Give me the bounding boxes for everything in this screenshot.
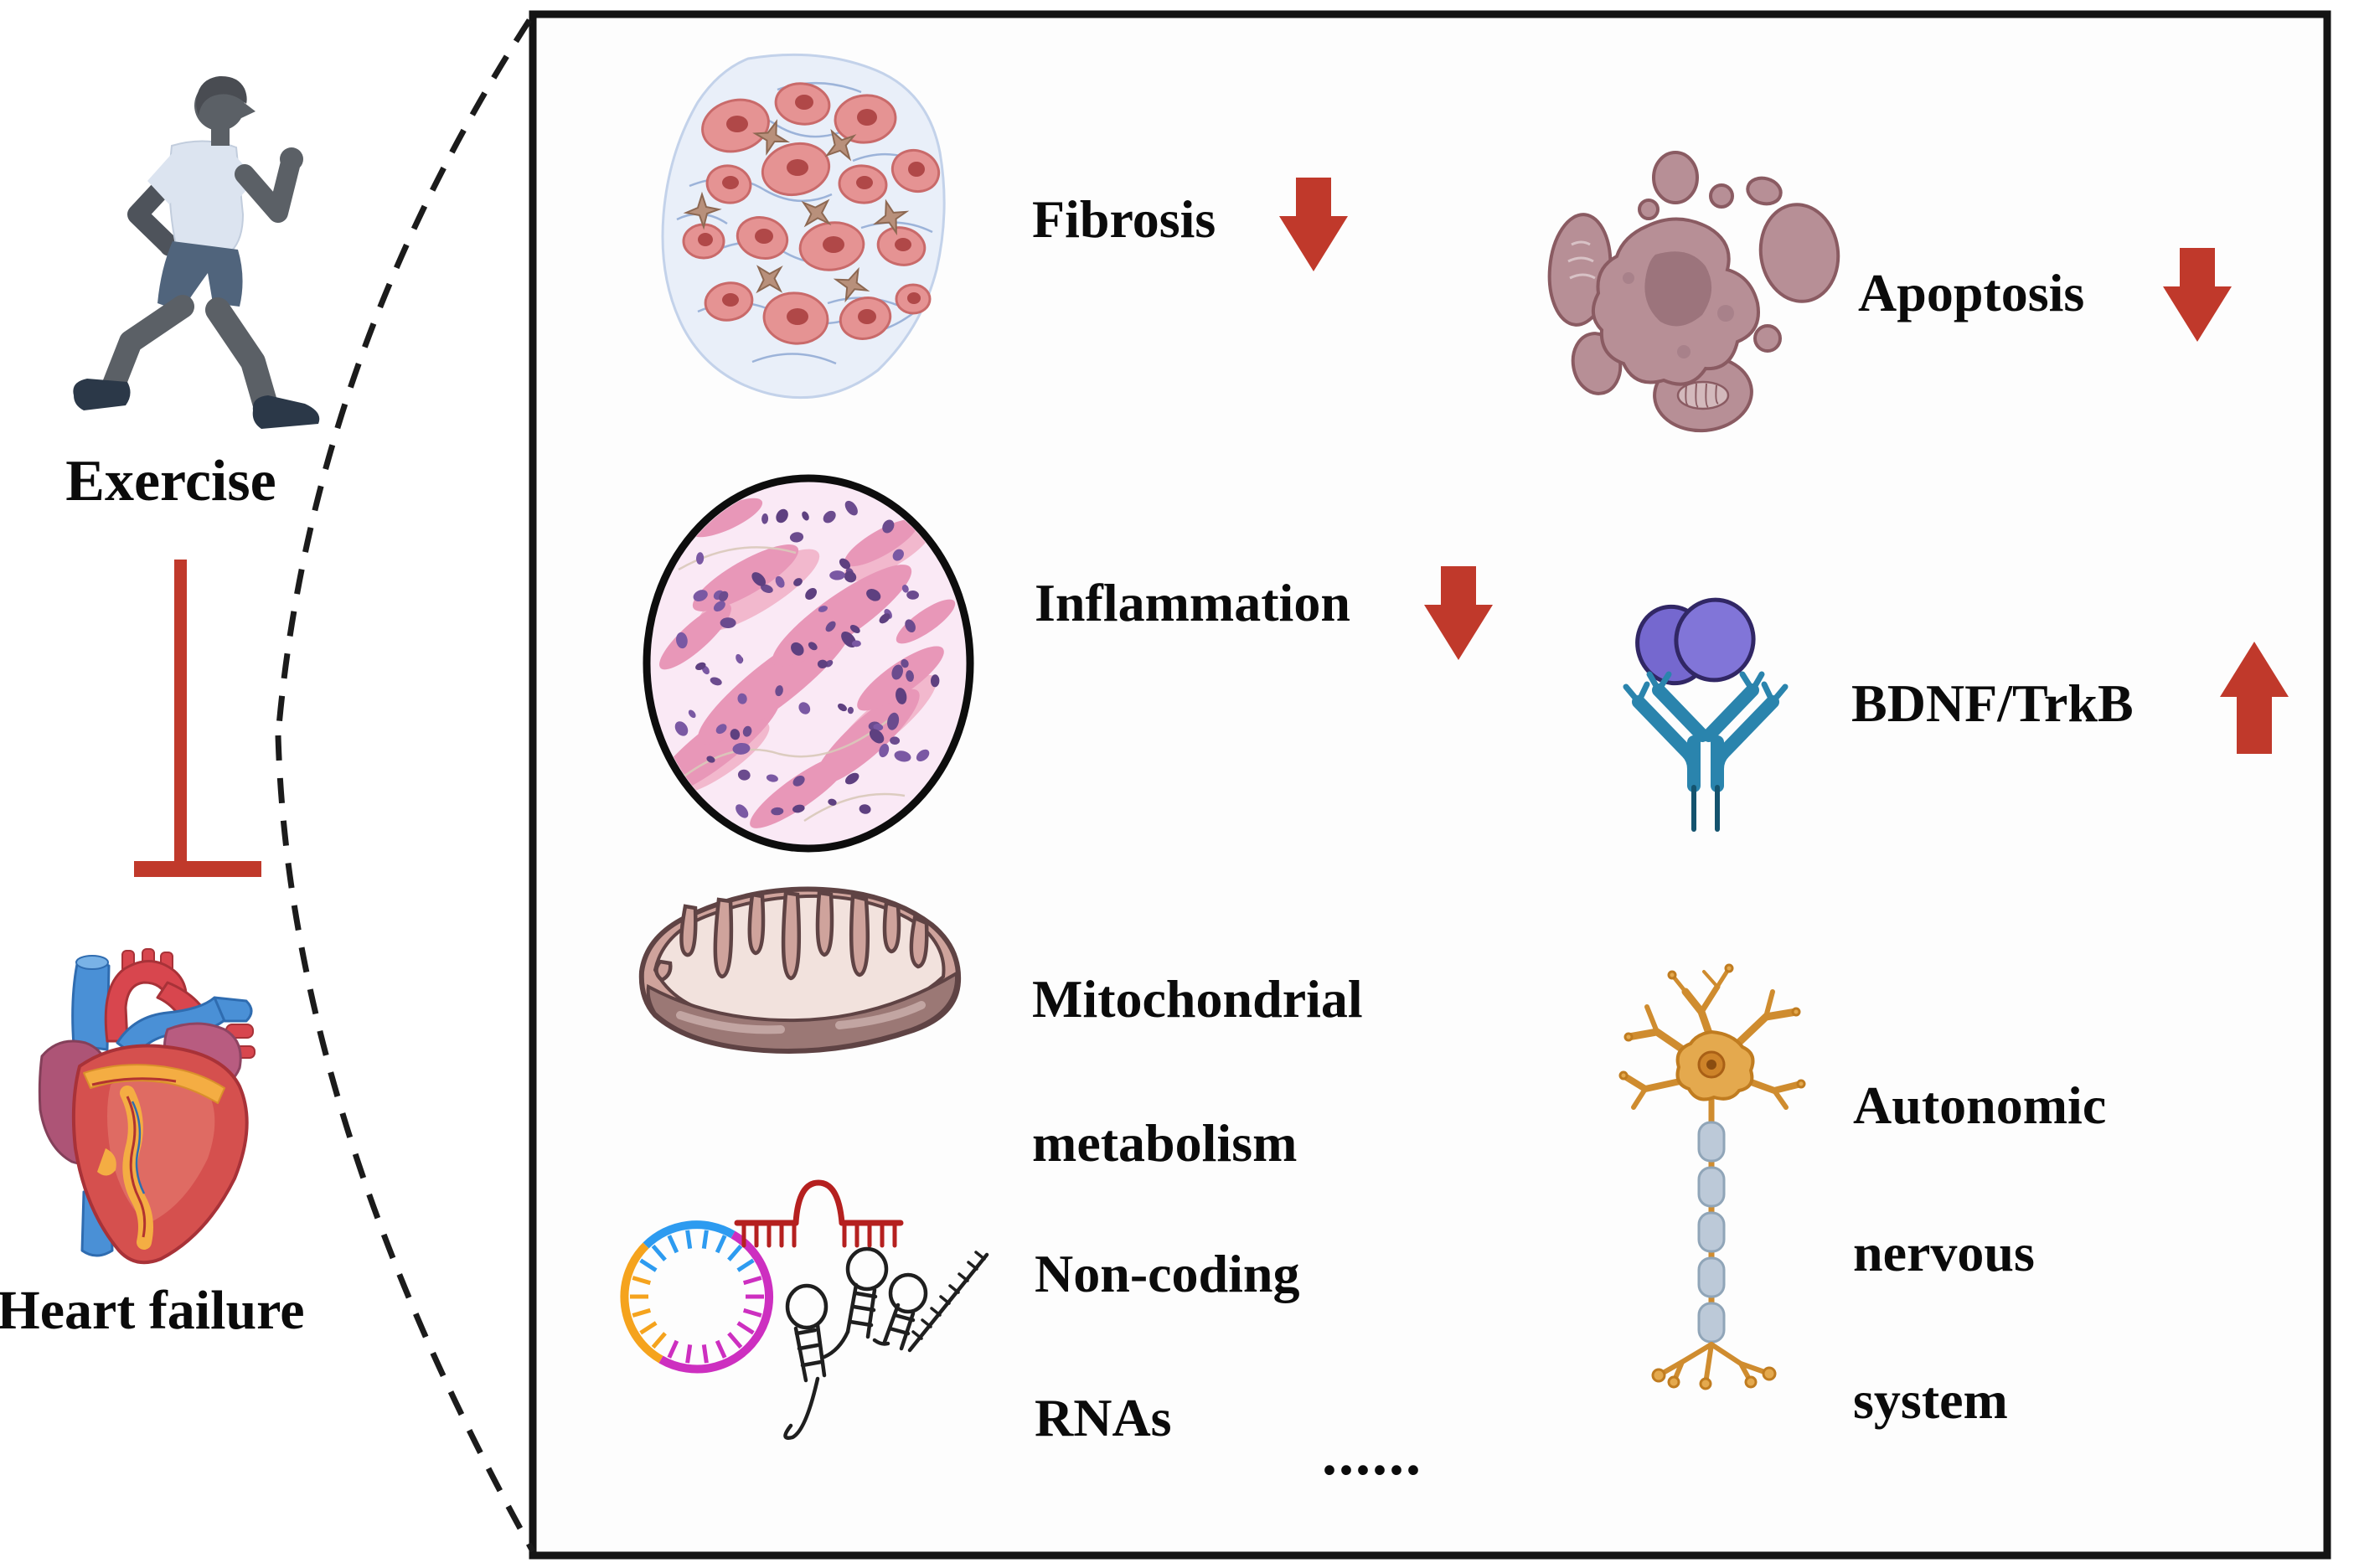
ans-label-line2: nervous: [1853, 1223, 2035, 1282]
cristae: [654, 890, 929, 983]
mitochondrial-metabolism-label: Mitochondrial metabolism: [1032, 963, 1363, 1179]
fibrosis-label: Fibrosis: [1032, 189, 1216, 249]
inhibition-t-bar: [134, 560, 261, 877]
fibrosis-down-arrow-icon: [1279, 178, 1348, 271]
mirna-hairpin-icon: [734, 1179, 904, 1248]
myelin-sheath: [1697, 1121, 1726, 1344]
inflammatory-cell-nuclei: [674, 500, 940, 818]
inflammation-label: Inflammation: [1035, 573, 1350, 632]
non-coding-rnas-label: Non-coding RNAs: [1035, 1238, 1300, 1454]
heart-icon: [38, 948, 256, 1265]
bdnf-trkb-label: BDNF/TrkB: [1851, 673, 2134, 733]
circular-rna-icon: [620, 1220, 773, 1374]
ellipsis-more-mechanisms: ......: [1322, 1421, 1422, 1488]
inflammation-down-arrow-icon: [1424, 566, 1493, 660]
heart-failure-label: Heart failure: [0, 1280, 305, 1341]
mitochondrion-icon: [638, 886, 962, 1054]
apoptosis-label: Apoptosis: [1858, 263, 2085, 322]
ans-label-line3: system: [1853, 1370, 2008, 1430]
mito-label-line1: Mitochondrial: [1032, 969, 1363, 1029]
dashed-funnel-lines: [275, 18, 536, 1553]
ligand-receptor-icon: [1623, 597, 1789, 832]
runner-icon: [73, 75, 320, 429]
antibody-receptor-shape: [1632, 683, 1779, 792]
histology-micrograph-icon: [643, 474, 974, 853]
apoptosis-down-arrow-icon: [2163, 248, 2232, 342]
ncrna-label-line2: RNAs: [1035, 1388, 1172, 1447]
bdnf-up-arrow-icon: [2220, 642, 2289, 754]
ans-label-line1: Autonomic: [1853, 1075, 2107, 1135]
autonomic-nervous-system-label: Autonomic nervous system: [1853, 1069, 2106, 1437]
ncrna-label-line1: Non-coding: [1035, 1244, 1300, 1303]
neuron-icon: [1618, 963, 1806, 1390]
mito-label-line2: metabolism: [1032, 1113, 1298, 1173]
fibroblast-cells: [683, 119, 910, 303]
apoptotic-cell-icon: [1547, 151, 1840, 433]
fibrotic-tissue-icon: [661, 53, 946, 400]
lncrna-structure-icon: [783, 1246, 989, 1440]
exercise-label: Exercise: [65, 449, 276, 513]
